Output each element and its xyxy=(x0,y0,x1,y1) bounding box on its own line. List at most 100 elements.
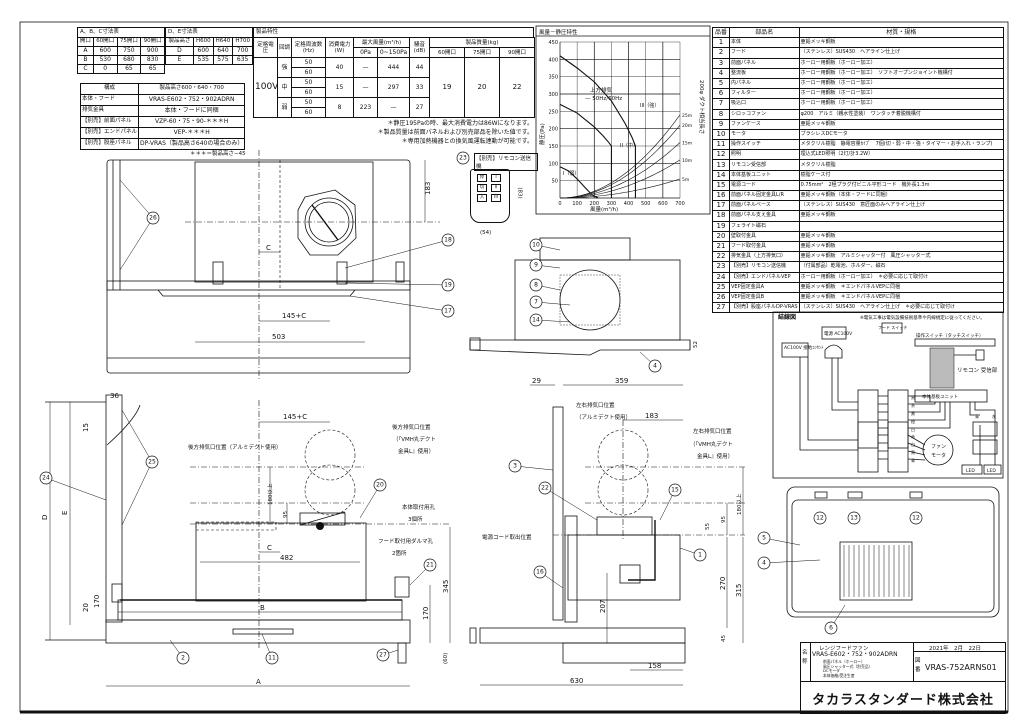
rear-exhaust-alu-label: 後方排気口位置（アルミデクト使用） xyxy=(188,443,281,451)
model-number: VRAS-E602・752・902ADRN xyxy=(812,651,898,658)
callout-number: 18 xyxy=(444,237,452,244)
plug-icon xyxy=(824,344,843,359)
y-tick-label: 200 xyxy=(548,127,558,133)
dim-15: 15 xyxy=(82,423,90,432)
table-cell: 8 xyxy=(325,97,354,118)
y-axis-label: 静圧(Pa) xyxy=(538,123,546,145)
series-line xyxy=(559,55,636,198)
x-tick-label: 0 xyxy=(558,201,561,207)
wire-color: 茶 xyxy=(911,402,915,408)
side-exhaust-alu-label2: （アルミデクト使用） xyxy=(576,413,631,421)
callout-1: 1 xyxy=(693,548,707,562)
callout-number: 24 xyxy=(42,475,50,482)
callout-number: 22 xyxy=(541,485,549,492)
callout-number: 1 xyxy=(698,552,702,559)
table-cell: 20 xyxy=(464,57,501,118)
touch-switch-label: 操作スイッチ（タッチスイッチ） xyxy=(916,332,984,339)
dim-a: A xyxy=(256,678,261,686)
dim-503: 503 xyxy=(272,333,285,341)
callout-number: 5 xyxy=(762,535,766,542)
table-cell: C xyxy=(77,64,94,74)
right-axis-label: 200φ ダクト相当長さ xyxy=(698,80,706,134)
dim-60: (60) xyxy=(443,653,449,664)
callout-number: 4 xyxy=(653,363,657,370)
callout-number: 17 xyxy=(444,308,452,315)
note: ＊専用加熱機器との換気風運転連動が可能です。 xyxy=(401,138,533,145)
table-cell: DP-VRAS（製品高さ640の場合のみ） xyxy=(138,138,246,150)
y-tick-label: 450 xyxy=(548,40,558,46)
title-block: 名称 レンジフードファン VRAS-E602・752・902ADRN 前面パネル… xyxy=(800,642,1006,714)
dim-183-side: 183 xyxy=(645,412,658,420)
hood-holes-count: 2箇所 xyxy=(392,549,407,557)
wire-color: 青 xyxy=(911,457,915,463)
dim-630: 630 xyxy=(570,677,583,685)
company-logo: タカラスタンダード株式会社 xyxy=(812,693,994,708)
note: ＊製品質量は前面パネルおよび別売部品を除いた値です。 xyxy=(377,129,533,136)
callout-20: 20 xyxy=(373,478,387,492)
product-spec-table: 製品特性定格電圧回調定格周波数 (Hz)消費電力 (W)最大風量(m³/h)騒音… xyxy=(253,27,536,118)
duct-curve-label: 25m xyxy=(682,113,692,119)
dim-145c-front: 145+C xyxy=(283,413,307,421)
vmh-label: （『VMH丸デクト xyxy=(690,440,733,448)
callout-9: 9 xyxy=(529,258,543,272)
dim-158: 158 xyxy=(648,662,661,670)
callout-18: 18 xyxy=(441,233,455,247)
callout-15: 15 xyxy=(668,483,682,497)
callout-number: 27 xyxy=(379,652,387,659)
wire-color: 灰 xyxy=(992,413,996,419)
table-row: 60 xyxy=(254,107,535,118)
callout-number: 2 xyxy=(181,655,185,662)
product-description: 前面パネル（ホーロー） 風圧シャッター式（別売品） DCモータ 本体価格/受注生… xyxy=(823,659,873,678)
dim-270: 270 xyxy=(719,577,727,590)
cord-exit-label: 電源コード取出位置 xyxy=(482,533,532,541)
desc-line: 風圧シャッター式（別売品） xyxy=(823,663,873,669)
hood-holes-label: フード取付用ダルマ孔 xyxy=(378,537,434,545)
callout-number: 12 xyxy=(912,515,920,522)
power-label: 電源 AC100V xyxy=(824,330,853,337)
hood-switch-label: フード スイッチ xyxy=(878,325,907,330)
series-label: III（強） xyxy=(640,102,659,109)
led-label: LED xyxy=(966,468,975,474)
callout-19: 19 xyxy=(441,278,455,292)
remote-button: 切 xyxy=(477,184,487,192)
y-tick-label: 50 xyxy=(552,179,558,185)
x-tick-label: 100 xyxy=(572,201,582,207)
callout-number: 13 xyxy=(850,515,858,522)
callout-number: 19 xyxy=(444,282,452,289)
table-title: 製品特性 xyxy=(253,27,534,37)
callout-4: 4 xyxy=(757,556,771,570)
wiring-title: 結線図 xyxy=(778,313,796,321)
callout-14: 14 xyxy=(529,313,543,327)
dim-c-front: C xyxy=(267,544,272,552)
callout-number: 15 xyxy=(671,487,679,494)
table-cell: 65 xyxy=(140,64,165,74)
callout-number: 11 xyxy=(268,655,276,662)
x-axis-label: 風量(m³/h) xyxy=(590,206,618,213)
side-section-view: 52 xyxy=(469,237,699,356)
led-label: LED xyxy=(987,468,996,474)
callout-number: 10 xyxy=(532,242,540,249)
vmh-label: （『VMH丸デクト xyxy=(393,435,436,443)
wire-color: 黄 xyxy=(911,410,915,416)
wire-color: 青 xyxy=(975,413,979,419)
callout-number: 6 xyxy=(829,625,833,632)
dim-95-side: 95 xyxy=(721,516,727,523)
body-holes-label: 本体取付用孔 xyxy=(402,503,436,511)
callout-number: 3 xyxy=(513,463,517,470)
x-tick-label: 500 xyxy=(641,201,651,207)
dim-170-left: 170 xyxy=(93,595,101,608)
dim-345: 345 xyxy=(442,580,450,593)
board-label: 本体基板ユニット xyxy=(922,393,958,400)
x-tick-label: 700 xyxy=(675,201,685,207)
duct-curve-15m xyxy=(559,142,681,199)
y-tick-label: 400 xyxy=(548,57,558,63)
